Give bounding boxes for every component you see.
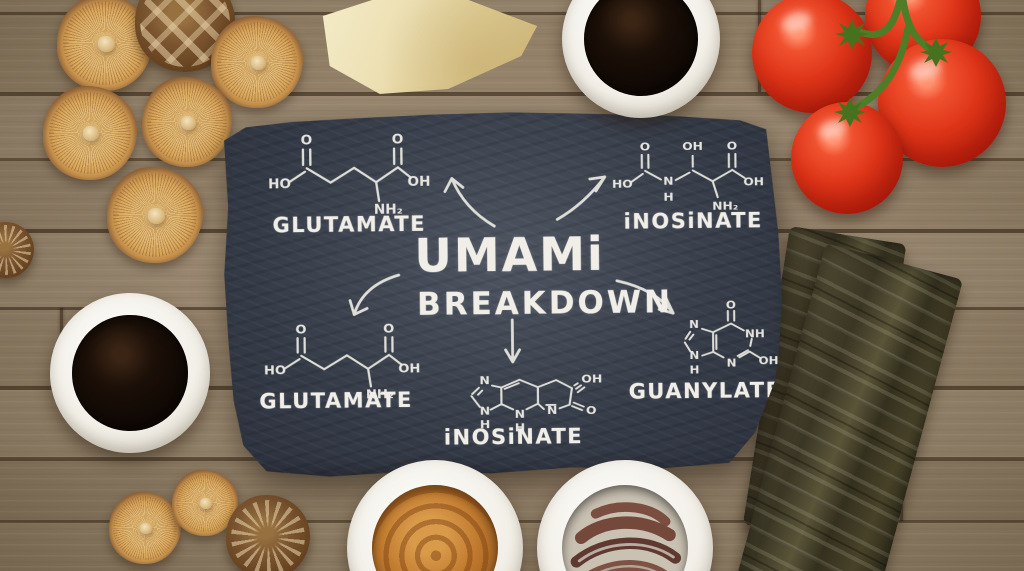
shiitake-mushroom: [107, 167, 203, 263]
atom-label: N: [547, 404, 558, 417]
atom-label: NH₂: [366, 387, 394, 402]
soy-sauce-bowl-left: [50, 293, 210, 453]
glutamate-label-bottom-left: GLUTAMATE: [259, 387, 414, 414]
slate-surface: UMAMi BREAKDOWN HO O O OH NH₂ GLUTAMATE …: [211, 105, 790, 483]
atom-label: O: [301, 134, 313, 149]
bond-lines: [684, 311, 759, 359]
guanylate-structure-bottom-right: O NH OH N N H N: [648, 299, 787, 386]
atom-label: N: [515, 408, 526, 421]
anchovy-fillets-graphic: [570, 502, 681, 571]
atom-label: OH: [759, 355, 779, 367]
atom-label: O: [392, 133, 404, 148]
guanylate-label-bottom-right: GUANYLATE: [628, 378, 782, 404]
atom-label: HO: [612, 178, 633, 191]
atom-label: H: [663, 190, 673, 203]
miso-paste: [371, 484, 499, 571]
glutamate-structure-bottom-left: HO O O OH NH₂: [262, 317, 421, 409]
atom-label: H: [690, 364, 700, 376]
inosinate-structure-bottom-center: N N H N H N OH O: [439, 359, 602, 445]
atom-label: O: [727, 139, 738, 152]
atom-label: N: [689, 319, 699, 331]
bond-lines: [285, 337, 401, 387]
bond-lines: [631, 154, 745, 198]
arrow-down-left: [350, 275, 399, 315]
shiitake-mushroom: [211, 16, 303, 108]
glutamate-structure-top-left: HO O O OH NH₂: [266, 127, 431, 225]
atom-label: N: [663, 174, 673, 187]
atom-label: O: [726, 299, 736, 311]
atom-label: O: [295, 322, 307, 336]
slate-chalkboard: UMAMi BREAKDOWN HO O O OH NH₂ GLUTAMATE …: [211, 105, 790, 483]
atom-label: N: [480, 405, 491, 418]
atom-label: H: [515, 421, 526, 434]
inosinate-structure-top-right: HO O OH N H NH₂ O OH: [610, 135, 767, 219]
shiitake-mushroom: [43, 86, 137, 180]
inosinate-label-top-right: iNOSiNATE: [623, 208, 764, 234]
atom-label: OH: [398, 361, 420, 376]
atom-label: O: [383, 321, 395, 335]
arrow-down-right: [617, 280, 673, 314]
atom-label: OH: [682, 139, 703, 152]
shiitake-mushroom-cap: [226, 495, 310, 571]
inosinate-label-bottom-center: iNOSiNATE: [443, 424, 584, 450]
tomato-vine: [834, 0, 952, 127]
atom-label: NH₂: [712, 199, 738, 212]
atom-label: O: [586, 404, 597, 417]
arrow-up-right: [557, 177, 605, 220]
atom-label: HO: [268, 178, 291, 193]
soy-sauce: [72, 315, 188, 431]
atom-label: OH: [743, 175, 764, 188]
bond-lines: [290, 148, 411, 202]
soy-sauce: [584, 0, 698, 96]
shiitake-mushroom: [109, 492, 181, 564]
atom-label: NH: [745, 328, 765, 340]
shiitake-mushroom: [142, 77, 232, 167]
glutamate-label-top-left: GLUTAMATE: [272, 211, 427, 238]
arrow-down-center: [505, 320, 519, 362]
board-title: UMAMi: [414, 226, 606, 283]
atom-label: H: [480, 418, 491, 431]
atom-label: NH₂: [374, 203, 403, 218]
atom-label: HO: [264, 363, 287, 378]
vine-stems: [850, 0, 936, 112]
atom-label: O: [640, 140, 651, 153]
bond-lines: [471, 379, 584, 411]
atom-label: OH: [407, 175, 430, 190]
anchovy-fillets: [561, 484, 689, 571]
atom-label: OH: [581, 372, 602, 385]
anchovy-fillets-bowl: [537, 460, 713, 571]
atom-label: N: [689, 350, 699, 362]
board-subtitle: BREAKDOWN: [416, 284, 674, 323]
chalk-arrows: [211, 105, 790, 483]
atom-label: N: [479, 374, 490, 387]
arrow-up-left: [445, 178, 494, 227]
atom-label: N: [727, 357, 737, 369]
tomato: [752, 0, 872, 113]
tomato-calyx: [834, 19, 952, 127]
